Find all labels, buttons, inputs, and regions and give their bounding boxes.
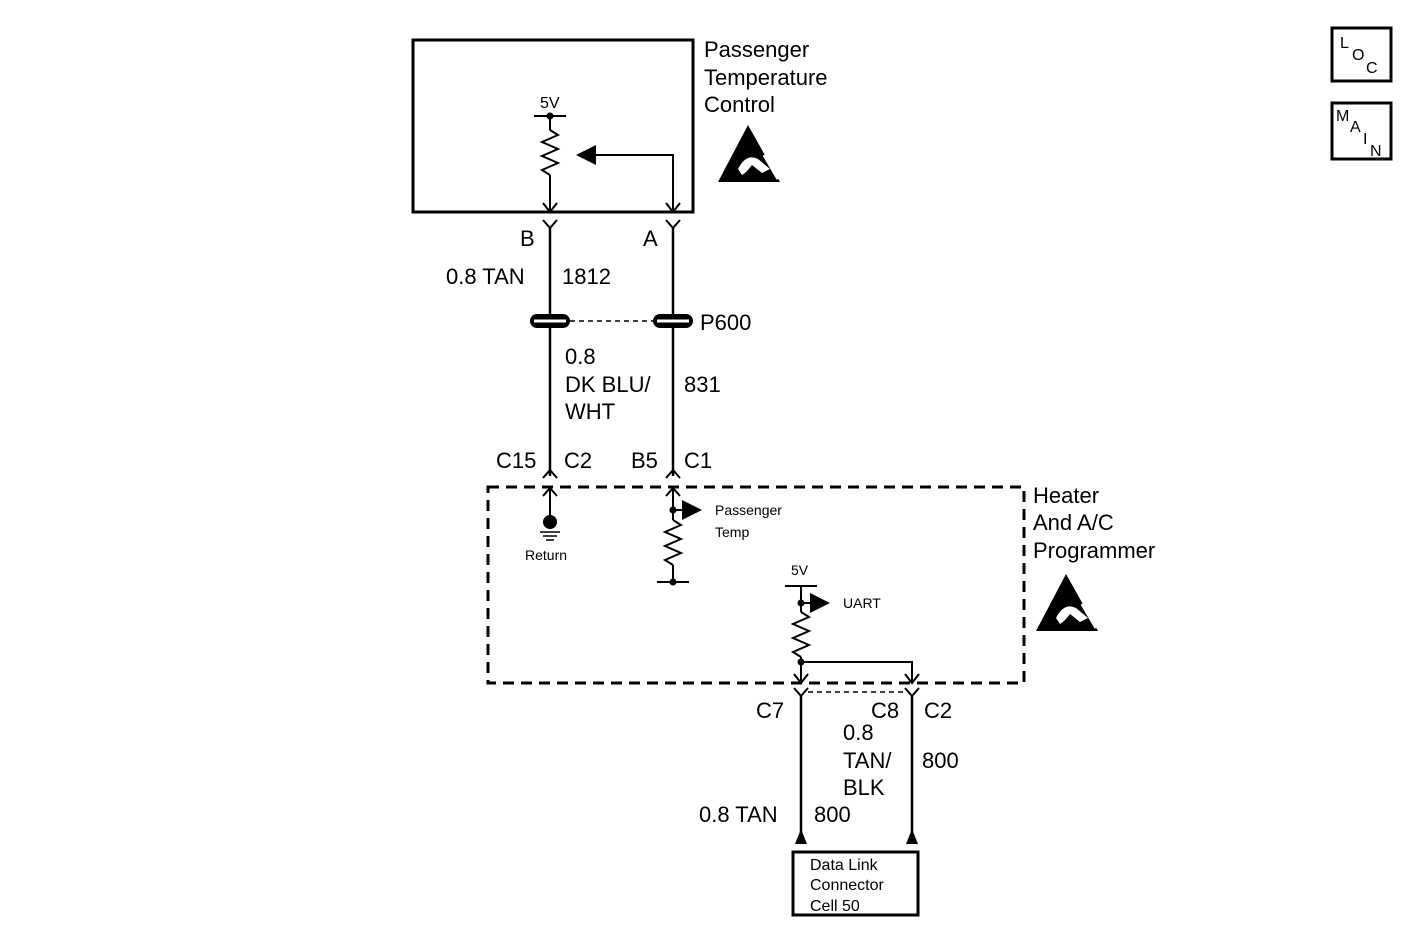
main-letter-i: I — [1363, 131, 1367, 148]
main-letter-m: M — [1336, 108, 1349, 125]
main-button[interactable]: M A I N — [1330, 101, 1393, 161]
esd-warning-icon — [718, 125, 780, 182]
uart-label: UART — [843, 595, 881, 611]
wire-left-upper-circuit: 1812 — [562, 264, 611, 289]
pin-c7: C7 — [756, 698, 784, 723]
splice-label: P600 — [700, 310, 751, 335]
esd-warning-icon — [1036, 574, 1098, 631]
loc-letter-o: O — [1352, 47, 1364, 64]
wire-right-upper-circuit: 831 — [684, 372, 721, 397]
pin-c2-left: C2 — [564, 448, 592, 473]
wire-left-upper-color: 0.8 TAN — [446, 264, 525, 289]
passenger-temp-line-2: Temp — [715, 524, 749, 540]
wire-left-lower-color: 0.8 TAN — [699, 802, 778, 827]
wire-right-lower-circuit: 800 — [922, 748, 959, 773]
pin-c1: C1 — [684, 448, 712, 473]
pin-b5: B5 — [631, 448, 658, 473]
pin-c8: C8 — [871, 698, 899, 723]
dlc-line-2: Connector — [810, 877, 884, 894]
pin-c15: C15 — [496, 448, 536, 473]
dlc-line-3: Cell 50 — [810, 898, 860, 915]
dlc-line-1: Data Link — [810, 857, 879, 874]
hvac-title-line-1: Heater — [1033, 483, 1099, 508]
ptc-pin-b: B — [520, 226, 535, 251]
wire-left-lower-line-2: DK BLU/ — [565, 372, 651, 397]
wire-left-lower-line-1: 0.8 — [565, 344, 596, 369]
heater-ac-programmer-box — [486, 485, 1026, 685]
passenger-temperature-control-box — [411, 38, 695, 214]
wire-right-lower-line-3: BLK — [843, 775, 885, 800]
uart-resistor — [790, 611, 812, 658]
wire-right-lower-line-1: 0.8 — [843, 720, 874, 745]
passenger-temp-resistor — [662, 519, 684, 566]
return-label: Return — [525, 547, 567, 563]
uart-supply-label: 5V — [791, 562, 809, 578]
splice-p600-right — [653, 314, 693, 328]
pin-c2-right: C2 — [924, 698, 952, 723]
hvac-title-line-2: And A/C — [1033, 510, 1114, 535]
hvac-title-line-3: Programmer — [1033, 538, 1155, 563]
wire-left-lower-circuit: 800 — [814, 802, 851, 827]
data-link-connector-box — [791, 850, 920, 917]
ground-icon — [543, 515, 557, 529]
loc-letter-l: L — [1340, 35, 1349, 52]
main-letter-a: A — [1350, 119, 1361, 136]
splice-p600-left — [530, 314, 570, 328]
passenger-temp-line-1: Passenger — [715, 502, 782, 518]
ptc-title-line-2: Temperature — [704, 65, 828, 90]
ptc-supply-label: 5V — [540, 95, 560, 112]
loc-button[interactable]: L O C — [1330, 26, 1393, 83]
wire-left-lower-line-3: WHT — [565, 399, 615, 424]
wire-right-lower-line-2: TAN/ — [843, 748, 892, 773]
ptc-potentiometer — [539, 129, 561, 176]
main-letter-n: N — [1370, 143, 1382, 160]
loc-letter-c: C — [1366, 60, 1378, 77]
ptc-title-line-1: Passenger — [704, 37, 809, 62]
ptc-title-line-3: Control — [704, 92, 775, 117]
ptc-pin-a: A — [643, 226, 658, 251]
